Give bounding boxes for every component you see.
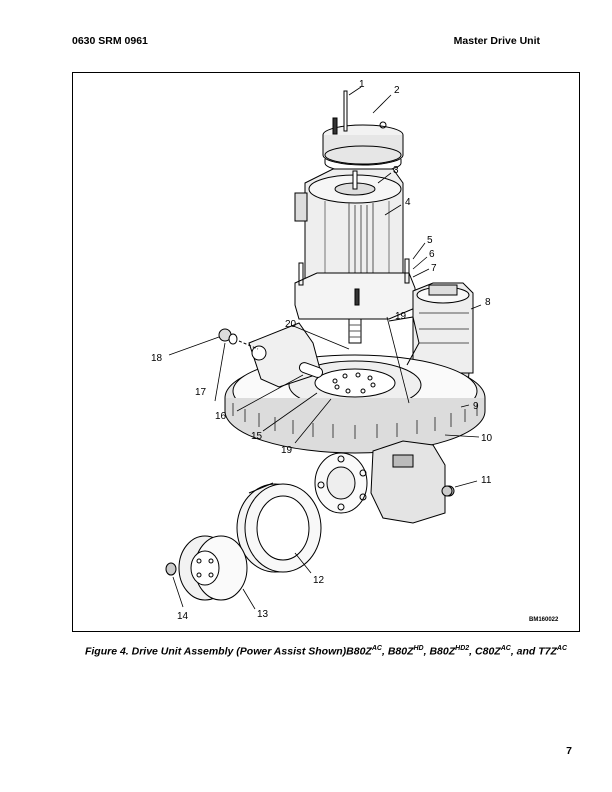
callout-8: 8 [485,297,491,308]
callout-3: 3 [393,165,399,176]
callout-10: 10 [481,433,493,444]
callout-12: 12 [313,575,325,586]
caption-main: Figure 4. Drive Unit Assembly (Power Ass… [84,645,347,658]
caption-model-3: B80Z [429,645,456,658]
figure-code: BM160022 [529,617,559,623]
callout-13: 13 [257,609,269,620]
callout-9: 9 [473,401,479,412]
callout-11: 11 [481,475,492,486]
callout-14: 14 [177,611,189,622]
caption-model-1: B80Z [346,645,372,658]
caption-model-2: B80Z [387,645,414,658]
drive-shaft [348,318,362,344]
nut-washer [218,328,259,350]
brake-assembly [322,90,404,173]
callout-19-lower: 19 [281,445,293,456]
drive-unit-illustration [165,86,486,610]
gearbox-housing [314,440,455,524]
caption-model-5: T7Z [538,645,557,658]
callout-2: 2 [394,85,400,96]
caption-sep-2: , [423,645,430,658]
callout-19-upper: 19 [395,311,407,322]
caption-sep-4: , and [510,645,539,658]
caption-sep-3: , [469,645,476,658]
wheel-rim [178,535,248,601]
caption-sup-5: AC [556,645,568,652]
callout-16: 16 [215,411,227,422]
header-section-title: Master Drive Unit [453,35,540,47]
caption-sup-4: AC [500,645,511,652]
drive-motor [294,168,416,320]
caption-sep-1: , [381,645,388,658]
caption-sup-3: HD2 [455,645,470,652]
caption-sup-2: HD [413,645,424,652]
callout-15: 15 [251,431,263,442]
callout-1: 1 [359,79,365,90]
drive-tire [236,482,322,573]
page-number: 7 [566,745,572,757]
callout-18: 18 [151,353,163,364]
header-document-number: 0630 SRM 0961 [72,35,148,47]
callout-6: 6 [429,249,435,260]
figure-frame: 1 2 3 4 5 6 7 8 9 10 11 12 13 14 15 16 1… [72,72,580,632]
caption-sup-1: AC [371,645,382,652]
figure-caption: Figure 4. Drive Unit Assembly (Power Ass… [72,645,580,658]
callout-17: 17 [195,387,207,398]
callout-20: 20 [285,319,297,330]
callout-7: 7 [431,263,437,274]
caption-model-4: C80Z [475,645,501,658]
callout-5: 5 [427,235,433,246]
bolt-11 [441,485,453,497]
callout-4: 4 [405,197,411,208]
lug-nut [165,562,177,576]
